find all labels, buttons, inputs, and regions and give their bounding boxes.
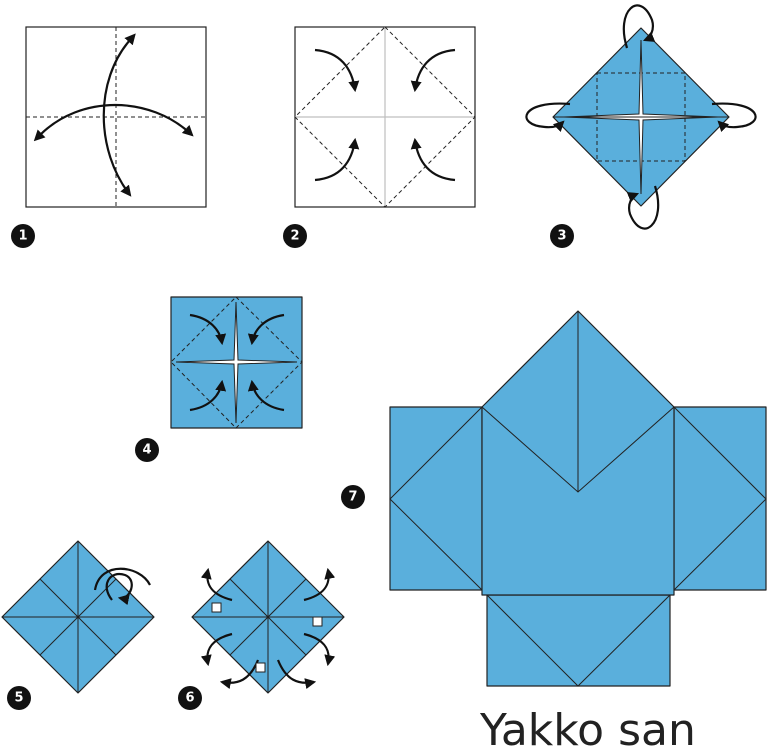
step-2-figure: [294, 26, 476, 208]
svg-text:1: 1: [18, 229, 27, 244]
step-badge-6: 6: [178, 686, 202, 710]
pull-arrow-br: [303, 632, 336, 667]
flip-arrow-right: [711, 102, 757, 133]
step-badge-5: 5: [7, 686, 31, 710]
bottom-pants: [486, 594, 671, 687]
horizontal-fold-arrow: [33, 103, 194, 142]
step-badge-3: 3: [550, 224, 574, 248]
vertical-fold-arrow: [102, 33, 136, 197]
svg-text:3: 3: [557, 229, 566, 244]
diamond-crease: [170, 296, 303, 429]
pull-arrow-tl: [200, 567, 233, 602]
fold-arrow-br: [410, 137, 456, 182]
fold-arrow-bl: [314, 137, 360, 182]
step-1-figure: [25, 26, 207, 208]
square-paper: [25, 26, 207, 208]
fold-arrow-tl: [314, 48, 360, 93]
fold-arrow-tl: [189, 313, 227, 346]
flip-arrow-top: [622, 4, 656, 49]
flip-arrow: [93, 567, 151, 600]
pants-fold: [486, 594, 671, 687]
step-4-figure: [170, 296, 303, 429]
step-3-figure: [525, 4, 757, 230]
step-7-figure: [389, 310, 767, 687]
diagram-title: Yakko san: [479, 705, 696, 750]
step-badge-4: 4: [135, 438, 159, 462]
step-badge-1: 1: [11, 224, 35, 248]
step-badge-7: 7: [341, 485, 365, 509]
right-sleeve: [673, 406, 767, 591]
flip-arrow-bottom: [626, 185, 660, 230]
pull-arrow-tr: [303, 567, 336, 602]
center-slit: [175, 301, 298, 424]
pull-arrow-bl: [200, 632, 233, 667]
push-marker-left: [211, 602, 222, 613]
step-5-figure: [1, 540, 155, 694]
right-sleeve-fold: [673, 406, 767, 591]
push-marker-right: [312, 616, 323, 627]
left-sleeve: [389, 406, 483, 591]
flip-arrow-left: [525, 102, 571, 133]
crease-d2: [39, 578, 117, 656]
fold-arrow-br: [247, 379, 285, 412]
svg-text:6: 6: [185, 691, 194, 706]
crease-d2: [229, 578, 307, 656]
svg-text:4: 4: [142, 443, 151, 458]
left-sleeve-fold: [389, 406, 483, 591]
svg-text:7: 7: [348, 490, 357, 505]
push-marker-bottom: [255, 662, 266, 673]
pull-arrow-bottom-right: [276, 659, 317, 690]
svg-text:2: 2: [290, 229, 299, 244]
fold-arrow-tr: [410, 48, 456, 93]
step-6-figure: [191, 540, 345, 694]
diamond-crease: [294, 26, 476, 208]
svg-text:5: 5: [14, 691, 23, 706]
fold-arrow-bl: [189, 379, 227, 412]
fold-arrow-tr: [247, 313, 285, 346]
step-badge-2: 2: [283, 224, 307, 248]
